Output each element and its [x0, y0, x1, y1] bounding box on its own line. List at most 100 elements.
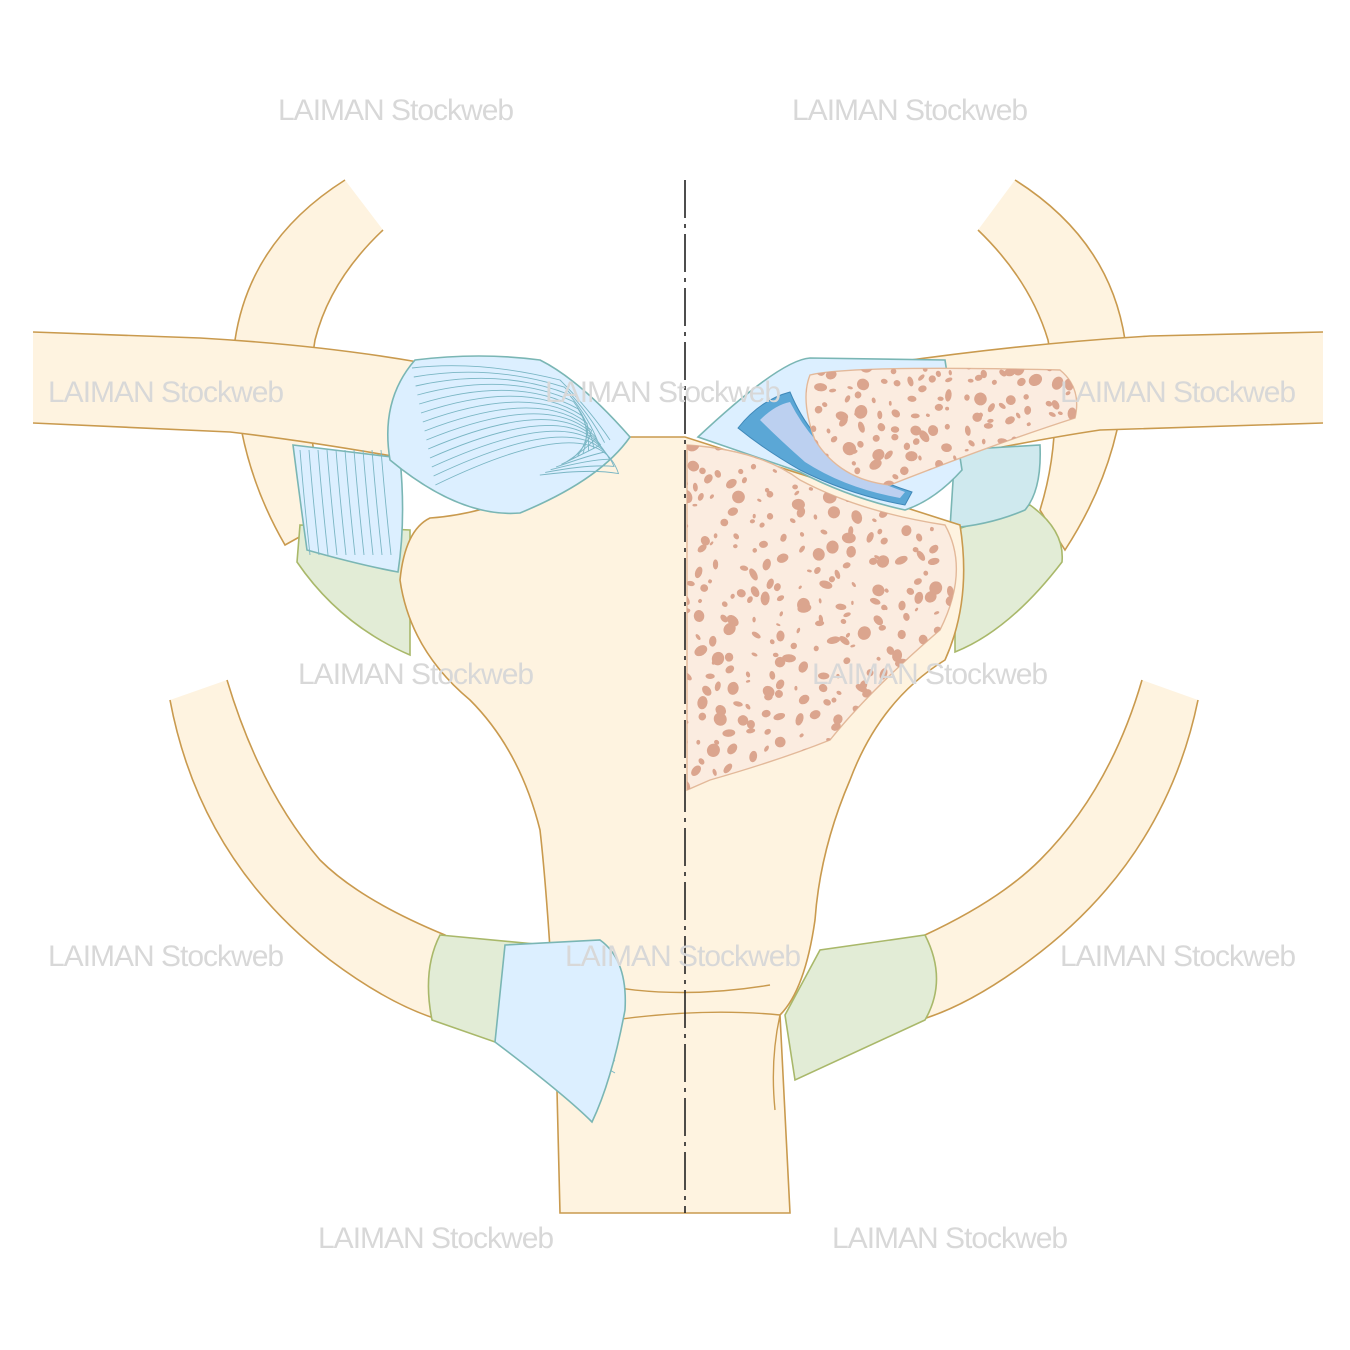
spongy-dot [940, 734, 948, 741]
spongy-dot [846, 546, 856, 558]
ligament-fiber [433, 436, 615, 477]
spongy-dot [798, 661, 809, 673]
spongy-dot [714, 739, 720, 745]
spongy-dot [809, 710, 821, 720]
spongy-dot [891, 409, 901, 418]
spongy-dot [919, 430, 930, 443]
costal-cartilage-upper-right [954, 504, 1063, 654]
spongy-dot [877, 528, 883, 535]
spongy-dot [889, 731, 902, 743]
spongy-dot [987, 403, 995, 413]
spongy-dot [983, 423, 994, 429]
spongy-dot [726, 478, 737, 489]
spongy-dot [693, 610, 705, 623]
spongy-dot [759, 522, 765, 528]
spongy-dot [1017, 377, 1026, 387]
spongy-dot [897, 706, 911, 718]
spongy-dot [923, 710, 930, 716]
spongy-dot [851, 582, 856, 588]
spongy-dot [711, 657, 719, 665]
spongy-dot [945, 446, 950, 452]
spongy-dot [705, 673, 715, 679]
spongy-dot [859, 680, 868, 691]
spongy-dot [750, 463, 757, 470]
spongy-dot [774, 689, 783, 698]
spongy-dot [952, 766, 957, 778]
spongy-dot [853, 449, 858, 454]
spongy-dot [991, 379, 997, 385]
spongy-dot [764, 728, 771, 735]
spongy-dot [918, 634, 928, 645]
spongy-dot [923, 570, 929, 576]
spongy-dot [829, 388, 837, 393]
spongy-dot [745, 671, 751, 678]
ligament-fiber [326, 449, 338, 556]
spongy-dot [700, 536, 710, 546]
spongy-dot [795, 713, 804, 726]
ligament-fiber [335, 449, 347, 556]
spongy-dot [769, 639, 775, 645]
spongy-dot [687, 460, 700, 472]
spongy-dot [927, 557, 940, 566]
spongy-dot [845, 632, 851, 638]
spongy-dot [912, 547, 919, 553]
spongy-dot [696, 739, 701, 745]
spongy-dot [929, 544, 939, 554]
spongy-dot [698, 599, 702, 603]
spongy-dot [1013, 368, 1025, 376]
ligament-fiber [411, 365, 611, 441]
ligament-fiber [362, 449, 374, 556]
spongy-dot [779, 611, 784, 617]
ligament-fiber [424, 407, 592, 460]
spongy-dot [964, 448, 969, 452]
watermark: LAIMAN Stockweb [545, 376, 781, 409]
spongy-dot [839, 417, 848, 427]
spongy-dot [883, 480, 895, 485]
spongy-dot [862, 689, 872, 698]
spongy-dot [1057, 411, 1063, 416]
spongy-dot [869, 557, 878, 565]
spongy-dot [766, 491, 774, 498]
spongy-dot [776, 595, 785, 602]
spongy-dot [916, 763, 926, 776]
spongy-dot [881, 604, 887, 611]
spongy-dot [697, 696, 708, 710]
spongy-dot [979, 412, 983, 418]
spongy-dot [900, 466, 909, 476]
spongy-dot [799, 545, 805, 553]
spongy-dot [826, 636, 841, 644]
spongy-dot [945, 406, 950, 411]
spongy-dot [916, 550, 926, 561]
spongy-dot [723, 622, 736, 636]
spongy-dot [998, 402, 1006, 409]
spongy-dot [1045, 400, 1053, 407]
spongy-dot [927, 425, 939, 436]
ligament-fiber [317, 449, 329, 556]
ligament-fiber [429, 424, 606, 468]
spongy-dot [737, 715, 749, 726]
ligament-fiber [417, 383, 595, 449]
spongy-dot [922, 368, 928, 372]
spongy-dot [836, 673, 840, 679]
spongy-dot [808, 487, 814, 491]
spongy-dot [890, 368, 897, 375]
spongy-dot [749, 519, 755, 524]
spongy-dot [927, 740, 940, 750]
spongy-dot [869, 597, 881, 605]
spongy-dot [757, 498, 762, 502]
spongy-dot [864, 788, 874, 790]
spongy-dot [736, 589, 746, 598]
spongy-dot [691, 765, 702, 776]
spongy-dot [733, 533, 740, 540]
spongy-dot [789, 518, 796, 524]
spongy-dot [725, 665, 735, 674]
spongy-dot [796, 507, 806, 518]
spongy-dot [847, 386, 853, 390]
ligament-fiber [431, 430, 611, 471]
spongy-dot [700, 584, 709, 592]
spongy-dot [772, 469, 777, 473]
spongy-dot [850, 644, 856, 648]
watermark: LAIMAN Stockweb [318, 1222, 554, 1255]
spongy-dot [884, 588, 889, 593]
spongy-dot [709, 494, 714, 499]
